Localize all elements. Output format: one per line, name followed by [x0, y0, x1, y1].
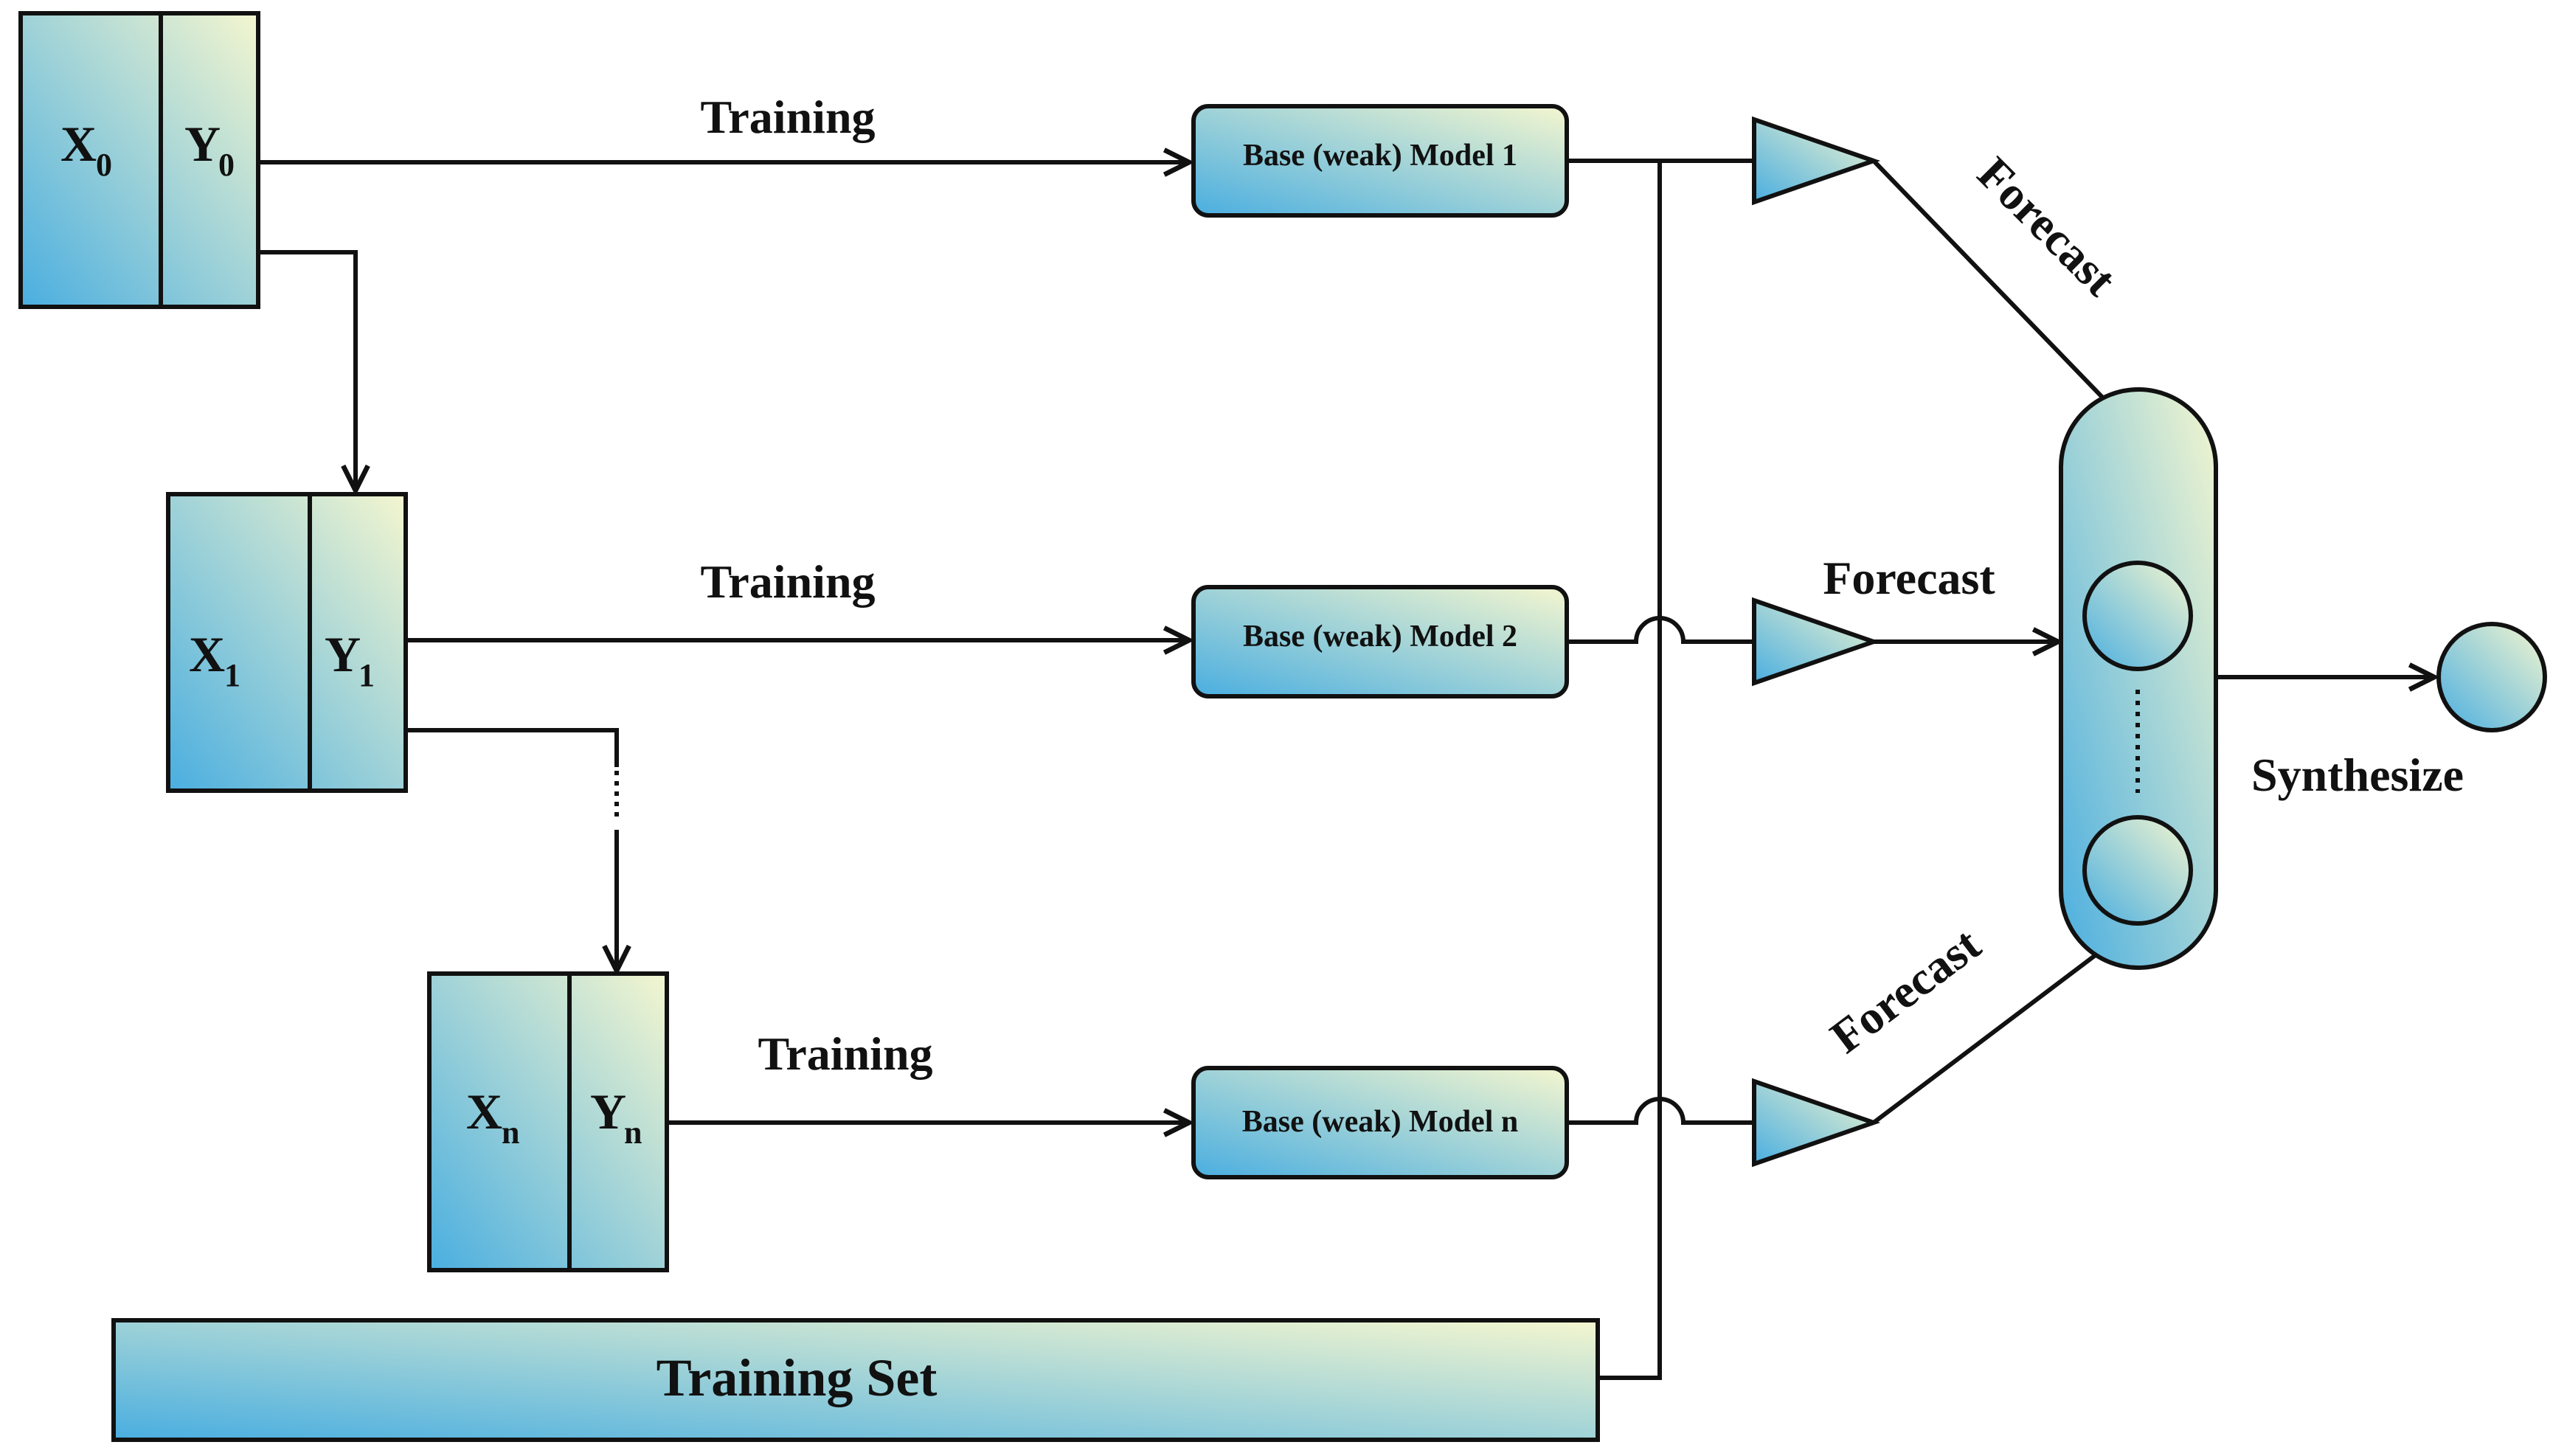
x0-label: X	[60, 116, 97, 172]
forecast-label-2: Forecast	[1823, 552, 1995, 604]
synthesize-label: Synthesize	[2251, 749, 2464, 801]
x1-subscript: 1	[224, 657, 240, 693]
x0-subscript: 0	[96, 147, 112, 183]
training-set-bar: Training Set	[111, 1318, 1600, 1442]
base-model-1-label: Base (weak) Model 1	[1243, 139, 1517, 173]
synth-node-top	[2082, 561, 2193, 671]
training-label-2: Training	[700, 555, 875, 608]
forecast-arrow-n	[1872, 925, 2135, 1125]
y0-label: Y	[184, 116, 221, 172]
data-block-1: X 1 Y 1	[166, 492, 408, 793]
training-set-bus	[1599, 161, 1662, 1380]
forecast-triangle-n	[1752, 1078, 1881, 1168]
y1-subscript: 1	[358, 657, 375, 693]
block0-to-block1-arrow	[258, 250, 356, 490]
xn-subscript: n	[502, 1114, 519, 1151]
forecast-label-n: Forecast	[1821, 918, 1991, 1064]
base-model-2-label: Base (weak) Model 2	[1243, 620, 1517, 654]
xn-label: X	[466, 1084, 502, 1140]
base-model-2: Base (weak) Model 2	[1191, 585, 1569, 698]
training-label-n: Training	[758, 1027, 932, 1080]
base-model-n: Base (weak) Model n	[1191, 1066, 1569, 1179]
y0-subscript: 0	[218, 147, 235, 183]
training-set-label: Training Set	[657, 1348, 938, 1407]
output-node	[2436, 622, 2547, 732]
data-block-0: X 0 Y 0	[18, 11, 260, 309]
data-block-n: X n Y n	[427, 971, 669, 1272]
yn-label: Y	[590, 1084, 626, 1140]
y1-label: Y	[325, 626, 361, 682]
training-label-1: Training	[700, 91, 875, 143]
synth-node-bottom	[2082, 815, 2193, 926]
forecast-arrow-1	[1871, 159, 2135, 431]
x1-label: X	[189, 626, 225, 682]
forecast-triangle-2	[1752, 597, 1881, 687]
forecast-triangle-1	[1752, 116, 1881, 206]
base-model-n-label: Base (weak) Model n	[1242, 1105, 1518, 1139]
block1-to-blockn-connector	[406, 728, 619, 767]
yn-subscript: n	[624, 1114, 642, 1151]
base-model-1: Base (weak) Model 1	[1191, 104, 1569, 218]
synthesizer-capsule	[2059, 387, 2218, 970]
